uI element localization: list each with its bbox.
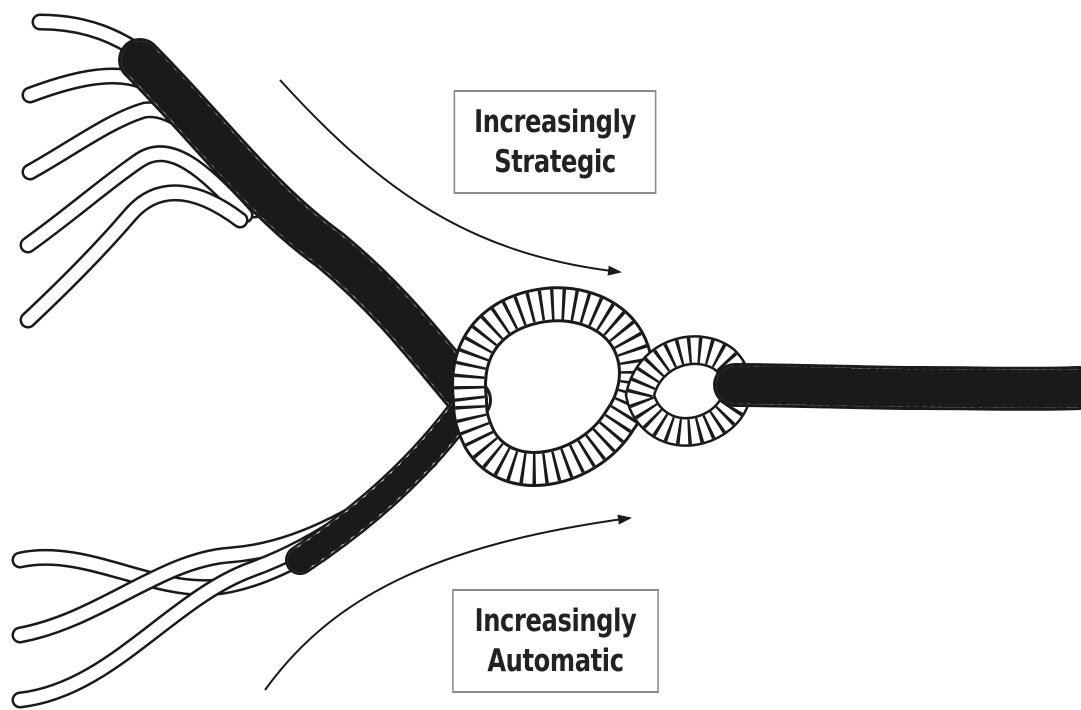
upper-rope [140, 60, 470, 400]
woven-rope-tail [735, 372, 1079, 402]
automatic-label-box: Increasingly Automatic [452, 589, 659, 693]
lower-braid [300, 400, 470, 560]
rope-loop-large [469, 304, 636, 469]
automatic-label-line1: Increasingly [475, 601, 637, 641]
strategic-label-box: Increasingly Strategic [454, 90, 657, 194]
strategic-label-line2: Strategic [494, 142, 616, 182]
lower-strand-2 [20, 460, 430, 635]
automatic-label-line2: Automatic [487, 641, 623, 681]
strategic-label-line1: Increasingly [474, 102, 636, 142]
